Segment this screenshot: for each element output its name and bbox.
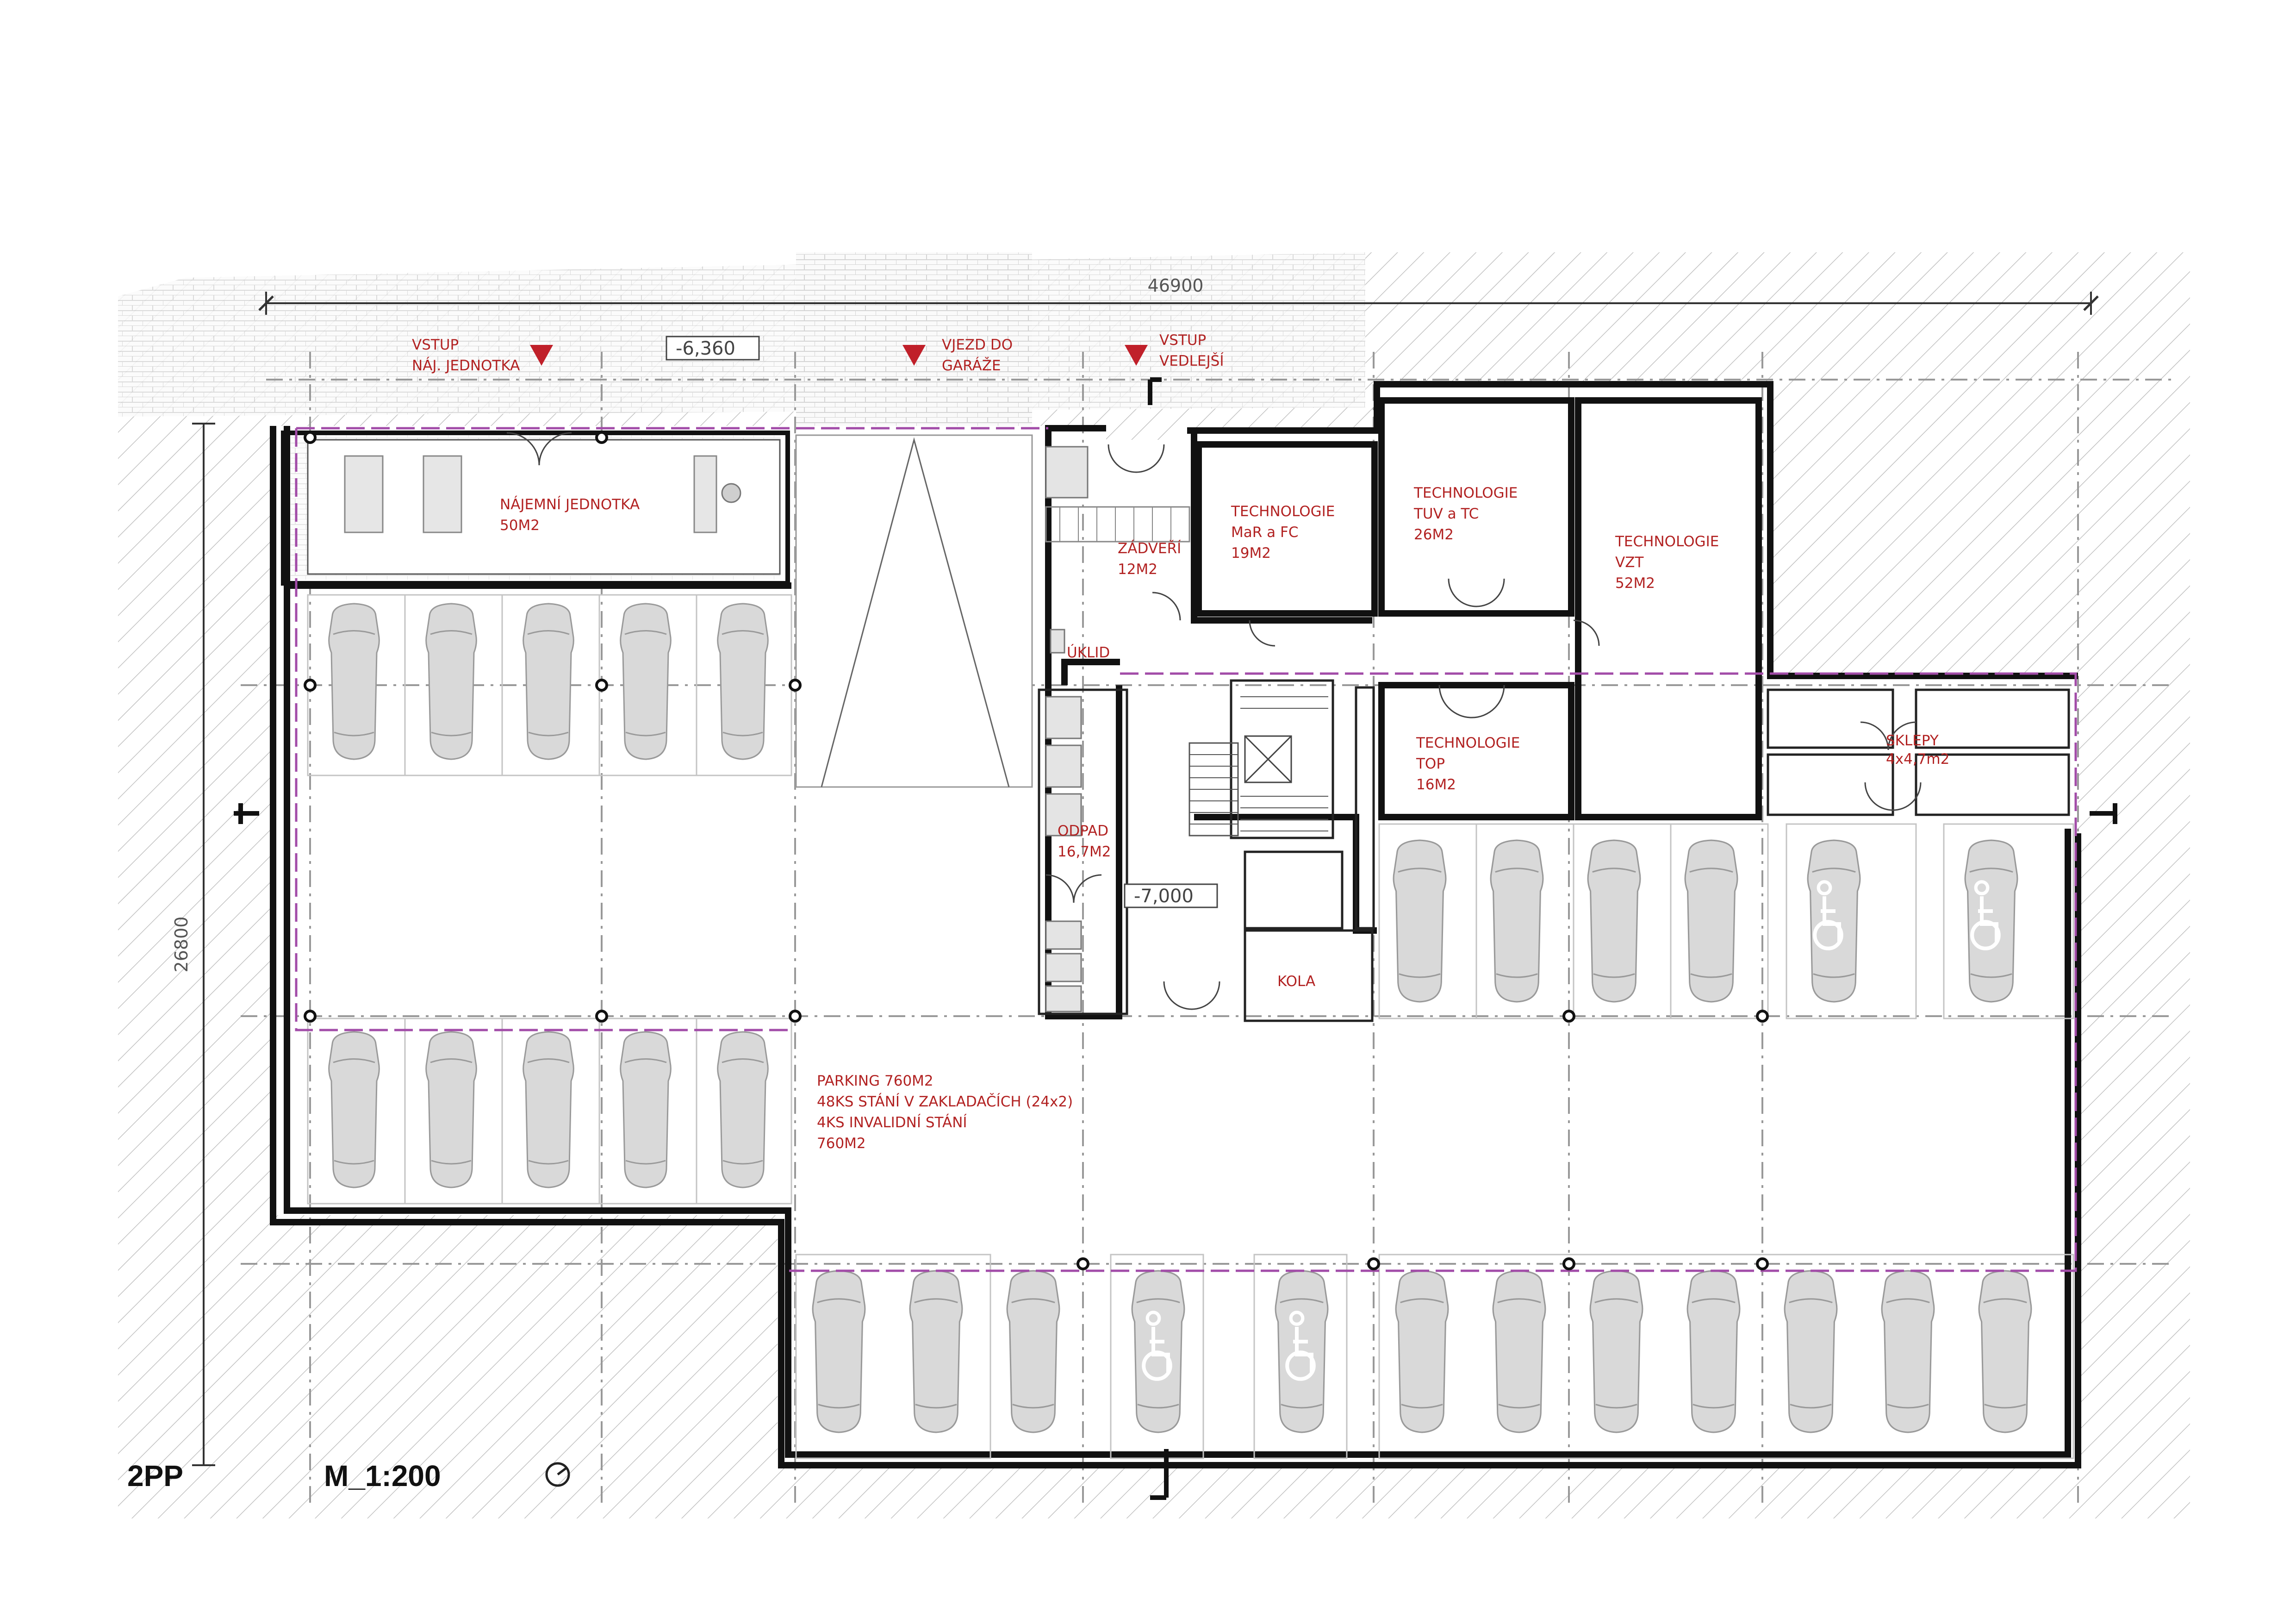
svg-text:48KS STÁNÍ V ZAKLADAČÍCH (24x2: 48KS STÁNÍ V ZAKLADAČÍCH (24x2) <box>817 1093 1073 1110</box>
svg-text:-6,360: -6,360 <box>676 338 735 359</box>
svg-text:26M2: 26M2 <box>1414 526 1454 543</box>
svg-text:50M2: 50M2 <box>500 517 540 534</box>
svg-text:16M2: 16M2 <box>1416 776 1456 793</box>
svg-text:SKLEPY: SKLEPY <box>1886 732 1939 749</box>
staircase <box>1045 506 1334 839</box>
svg-text:ZÁDVEŘÍ: ZÁDVEŘÍ <box>1118 540 1181 557</box>
svg-text:16,7M2: 16,7M2 <box>1058 843 1111 860</box>
scale-label: M_1:200 <box>324 1459 441 1493</box>
columns <box>304 431 1769 1270</box>
north-arrow-icon <box>545 1462 570 1487</box>
svg-text:NÁJ. JEDNOTKA: NÁJ. JEDNOTKA <box>412 357 520 374</box>
entrance-vjezd: VJEZD DO GARÁŽE <box>902 337 1013 374</box>
svg-text:4KS INVALIDNÍ STÁNÍ: 4KS INVALIDNÍ STÁNÍ <box>817 1114 967 1131</box>
room-label-uklid: ÚKLID <box>1067 644 1110 661</box>
entrance-vstup-naj: VSTUP NÁJ. JEDNOTKA <box>412 337 553 374</box>
dimension-width <box>258 292 2099 315</box>
svg-text:4x4,7m2: 4x4,7m2 <box>1886 751 1949 768</box>
section-markers <box>234 377 2117 1500</box>
svg-text:760M2: 760M2 <box>817 1135 866 1152</box>
svg-text:VSTUP: VSTUP <box>1159 332 1206 349</box>
parking-bays <box>307 594 2074 1459</box>
svg-text:VSTUP: VSTUP <box>412 337 459 353</box>
garage-ramp <box>795 434 1033 788</box>
svg-text:TECHNOLOGIE: TECHNOLOGIE <box>1231 503 1335 520</box>
svg-text:ÚKLID: ÚKLID <box>1067 644 1110 661</box>
svg-text:TECHNOLOGIE: TECHNOLOGIE <box>1413 485 1518 501</box>
room-label-top: TECHNOLOGIE TOP 16M2 <box>1416 735 1520 793</box>
doors <box>506 432 1922 1010</box>
garage-walls <box>270 381 2081 1468</box>
svg-text:52M2: 52M2 <box>1615 575 1655 592</box>
svg-text:12M2: 12M2 <box>1118 561 1157 578</box>
level-title: 2PP <box>127 1459 183 1493</box>
level-tag-lower: -7,000 <box>1124 883 1218 908</box>
svg-text:VZT: VZT <box>1615 554 1644 571</box>
svg-text:NÁJEMNÍ JEDNOTKA: NÁJEMNÍ JEDNOTKA <box>500 496 640 513</box>
room-label-tuv: TECHNOLOGIE TUV a TC 26M2 <box>1413 485 1518 543</box>
svg-text:-7,000: -7,000 <box>1134 886 1194 907</box>
level-tag-upper: -6,360 <box>666 336 760 361</box>
svg-text:GARÁŽE: GARÁŽE <box>942 357 1001 374</box>
depth-dimension-label: 26800 <box>171 917 192 973</box>
room-label-zadveri: ZÁDVEŘÍ 12M2 <box>1118 540 1181 578</box>
room-label-vzt: TECHNOLOGIE VZT 52M2 <box>1615 533 1719 592</box>
svg-text:VEDLEJŠÍ: VEDLEJŠÍ <box>1159 352 1224 369</box>
tenant-unit <box>281 431 790 586</box>
svg-text:TECHNOLOGIE: TECHNOLOGIE <box>1615 533 1719 550</box>
svg-text:VJEZD DO: VJEZD DO <box>942 337 1013 353</box>
room-label-kola: KOLA <box>1277 973 1315 990</box>
svg-text:MaR a FC: MaR a FC <box>1231 524 1298 541</box>
room-label-odpad: ODPAD 16,7M2 <box>1058 823 1111 860</box>
room-label-najemni: NÁJEMNÍ JEDNOTKA 50M2 <box>500 496 640 534</box>
entrance-vstup-vedl: VSTUP VEDLEJŠÍ <box>1125 332 1224 369</box>
svg-text:ODPAD: ODPAD <box>1058 823 1108 839</box>
svg-text:TOP: TOP <box>1416 756 1445 772</box>
svg-text:TUV a TC: TUV a TC <box>1413 506 1479 522</box>
technology-rooms <box>1038 397 2070 1022</box>
room-label-parking: PARKING 760M2 48KS STÁNÍ V ZAKLADAČÍCH (… <box>817 1073 1073 1152</box>
room-label-sklepy: SKLEPY 4x4,7m2 <box>1886 732 1949 768</box>
dimension-depth <box>192 423 215 1466</box>
width-dimension-label: 46900 <box>1148 275 1204 296</box>
svg-text:KOLA: KOLA <box>1277 973 1315 990</box>
room-label-mar: TECHNOLOGIE MaR a FC 19M2 <box>1231 503 1335 562</box>
svg-text:19M2: 19M2 <box>1231 545 1271 562</box>
svg-text:TECHNOLOGIE: TECHNOLOGIE <box>1416 735 1520 751</box>
svg-text:PARKING 760M2: PARKING 760M2 <box>817 1073 933 1089</box>
plot-boundary <box>295 427 2077 1272</box>
